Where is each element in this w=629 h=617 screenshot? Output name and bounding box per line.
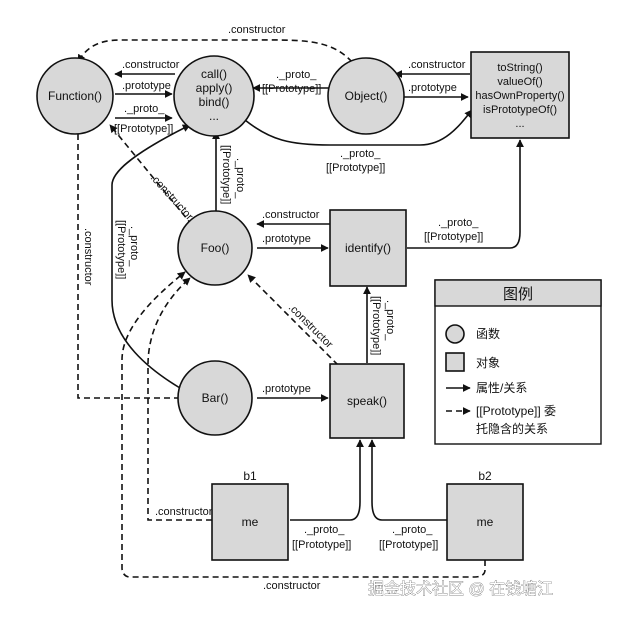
node-me1-label: me [242,515,259,529]
label-constructor-top: .constructor [228,24,286,36]
label-proto-object: ._proto_ [276,69,317,81]
label-protoref-me1: [[Prototype]] [292,539,351,551]
label-prototype-objproto: .prototype [408,82,457,94]
edge-me1-foo-constructor [147,277,212,521]
edge-identify-objectproto-proto [407,139,524,249]
node-object-label: Object() [345,89,388,103]
legend-property-label: 属性/关系 [476,381,527,395]
node-b2-label: b2 [478,469,492,483]
legend-object-swatch [445,352,465,372]
label-constructor-objproto: .constructor [408,59,466,71]
node-protofn-line-3: ... [209,109,219,123]
edge-object-function-constructor [77,39,353,63]
label-protoref-me2: [[Prototype]] [379,539,438,551]
label-proto-foo: ._proto_ [234,158,246,199]
edge-me2-speak-proto [368,439,447,521]
node-b1-label: b1 [243,469,257,483]
node-bar-label: Bar() [202,391,229,405]
node-objproto-line-3: isPrototypeOf() [483,104,557,116]
label-constructor-foo-fn: .constructor [148,172,196,223]
label-constructor-bar-fn: .constructor [82,228,94,286]
label-proto-speak: ._proto_ [384,300,396,341]
node-me2-label: me [477,515,494,529]
edge-speak-foo-constructor [247,274,339,366]
label-constructor-identify: .constructor [262,209,320,221]
label-proto-identify: ._proto_ [438,217,479,229]
node-objproto-line-1: valueOf() [497,76,542,88]
node-b1: b1 me [211,469,289,561]
node-function-prototype: call() apply() bind() ... [173,55,255,137]
edges [74,39,524,578]
node-identify-label: identify() [345,241,391,255]
edge-bar-function-constructor [74,124,180,399]
legend-title: 图例 [503,286,533,303]
node-foo: Foo() [177,210,253,286]
edge-me2-foo-constructor [121,271,486,578]
label-prototype-fn: .prototype [122,80,171,92]
label-protoref-object: [[Prototype]] [262,83,321,95]
edge-bar-protofn-proto [111,124,191,389]
node-function: Function() [36,57,114,135]
label-protoref-bar: [[Prototype]] [115,220,127,279]
label-protoref-curve: [[Prototype]] [326,162,385,174]
edge-foo-function-constructor [109,124,193,226]
node-function-label: Function() [48,89,102,103]
label-protoref-foo: [[Prototype]] [220,145,232,204]
node-speak: speak() [329,363,405,439]
edge-me1-speak-proto [290,439,364,521]
node-foo-label: Foo() [201,241,230,255]
label-protoref-speak: [[Prototype]] [370,296,382,355]
label-proto-curve: ._proto_ [340,148,381,160]
node-object: Object() [327,57,405,135]
node-objproto-line-2: hasOwnProperty() [475,90,564,102]
label-protoref-identify: [[Prototype]] [424,231,483,243]
legend-function-label: 函数 [476,326,500,341]
legend-function-swatch [445,324,465,344]
node-identify: identify() [329,209,407,287]
node-protofn-line-2: bind() [199,95,230,109]
node-bar: Bar() [177,360,253,436]
node-b2: b2 me [446,469,524,561]
label-proto-fn: ._proto_ [124,103,165,115]
legend-delegation-line1: [[Prototype]] 委 [476,404,556,418]
label-constructor-speak-foo: .constructor [286,302,335,351]
legend-delegation-line2: 托隐含的关系 [476,421,548,436]
label-proto-me2: ._proto_ [392,524,433,536]
legend: 图例 函数 对象 属性/关系 [[Prototype]] 委 托隐含的关系 [434,279,602,445]
node-objproto-line-4: ... [515,118,524,130]
node-protofn-line-1: apply() [196,81,233,95]
node-protofn-line-0: call() [201,67,227,81]
edge-protofn-objectproto-proto [244,109,473,146]
node-objproto-line-0: toString() [497,62,542,74]
label-prototype-identify: .prototype [262,233,311,245]
label-prototype-speak: .prototype [262,383,311,395]
label-protoref-fn: [[Prototype]] [114,123,173,135]
watermark-text: 掘金技术社区 @ 在钱塘江 [368,580,553,598]
legend-object-label: 对象 [476,356,500,370]
label-constructor-me1: .constructor [155,506,213,518]
label-constructor-bottom: .constructor [263,580,321,592]
node-object-prototype: toString() valueOf() hasOwnProperty() is… [470,51,570,139]
node-speak-label: speak() [347,394,387,408]
label-proto-me1: ._proto_ [304,524,345,536]
nodes: Function() call() apply() bind() ... Obj… [36,51,570,561]
label-constructor-fn: .constructor [122,59,180,71]
label-proto-bar: ._proto_ [128,226,140,267]
